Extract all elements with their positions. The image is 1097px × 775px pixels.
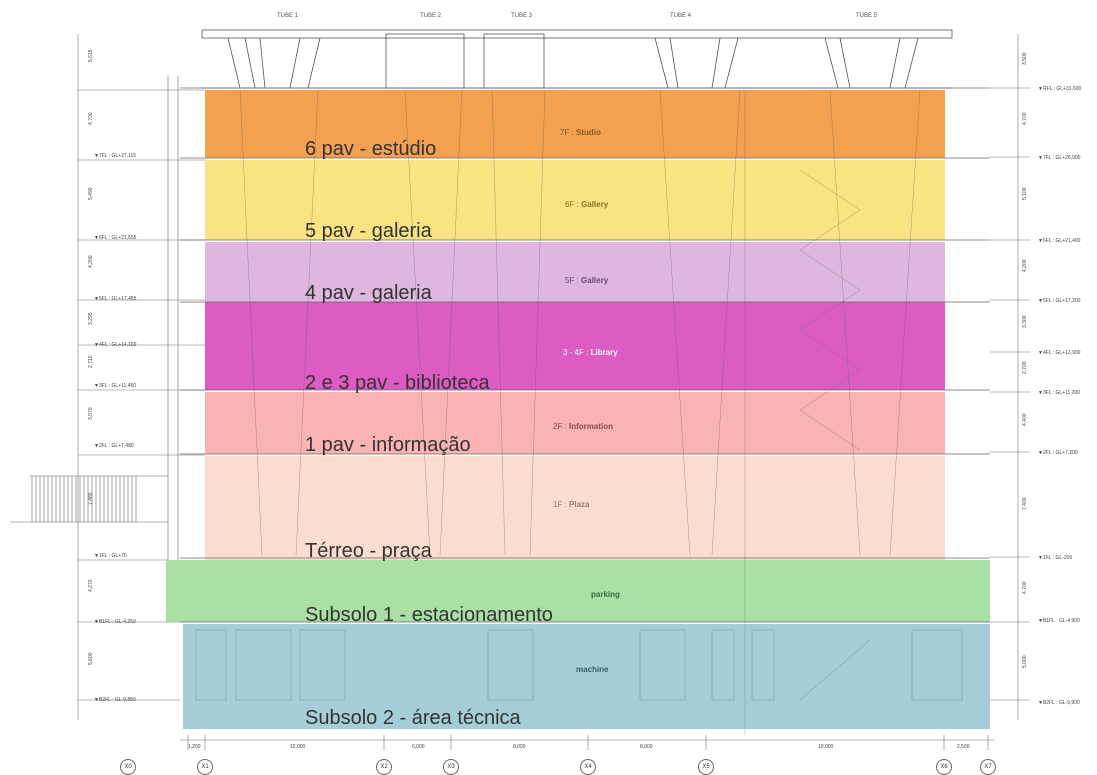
right-dimension: 4,200 [1022,259,1028,272]
right-dimension: 2,700 [1022,361,1028,374]
floor-band [205,90,945,158]
left-dimension: 4,270 [88,579,94,592]
floor-tag-prefix: 3 - 4F : [563,348,591,357]
left-dimension: 4,700 [88,112,94,125]
left-dimension: 3,295 [88,312,94,325]
floor-tag: 2F : Information [553,422,613,431]
left-level-mark: ▼7FL : GL+27,115 [94,153,137,159]
left-level-mark: ▼B1FL : GL-4,250 [94,619,136,625]
left-dimension: 5,490 [88,187,94,200]
floor-caption: 2 e 3 pav - biblioteca [305,372,490,394]
floor-tag-name: Plaza [569,500,590,509]
left-dimension: 7,480 [88,492,94,505]
floor-tag-prefix: 7F : [560,128,577,137]
left-level-mark: ▼2FL : GL+7,480 [94,443,134,449]
bottom-dimension: 8,000 [513,744,526,750]
left-level-mark: ▼6FL : GL+21,655 [94,235,137,241]
left-dimension: 5,615 [88,49,94,62]
floor-tag-name: machine [576,665,609,674]
bottom-dimension: 12,000 [290,744,306,750]
floor-tag-name: Gallery [581,200,609,209]
tube-label: TUBE 3 [511,13,533,19]
right-level-mark: ▼3FL : GL+11,200 [1038,390,1081,396]
floor-tag-prefix: 2F : [553,422,570,431]
floor-tag: 1F : Plaza [553,500,589,509]
floor-band [205,302,945,390]
right-dimension: 4,700 [1022,581,1028,594]
left-level-mark: ▼4FL : GL+14,160 [94,342,137,348]
floor-caption: Subsolo 2 - área técnica [305,707,521,729]
floor-band [205,456,945,560]
bottom-dimension: 1,200 [188,744,201,750]
floor-band [205,392,945,454]
floor-caption: 5 pav - galeria [305,220,432,242]
right-level-mark: ▼6FL : GL+21,400 [1038,238,1081,244]
left-level-mark: ▼1FL : GL+70 [94,553,127,559]
tube-label: TUBE 2 [420,13,442,19]
right-dimension: 4,700 [1022,112,1028,125]
floor-tag-prefix: 1F : [553,500,570,509]
floor-caption: Subsolo 1 - estacionamento [305,604,553,626]
floor-caption: Térreo - praça [305,540,432,562]
floor-tag: 7F : Studio [560,128,601,137]
floor-tag-name: Information [569,422,614,431]
left-level-mark: ▼3FL : GL+11,450 [94,383,137,389]
left-level-mark: ▼B2FL : GL-9,850 [94,697,136,703]
right-dimension: 3,300 [1022,315,1028,328]
right-dimension: 5,100 [1022,187,1028,200]
right-level-mark: ▼B2FL : GL-9,900 [1038,700,1080,706]
right-level-mark: ▼1FL : GL-200 [1038,555,1073,561]
floor-tag-prefix: 5F : [565,276,582,285]
floor-tag: 3 - 4F : Library [563,348,618,357]
bottom-dimension: 2,500 [957,744,970,750]
right-dimension: 5,000 [1022,655,1028,668]
floor-tag-prefix: 6F : [565,200,582,209]
floor-tag: 6F : Gallery [565,200,608,209]
left-dimension: 3,970 [88,407,94,420]
left-dimension: 5,600 [88,652,94,665]
left-dimension: 2,710 [88,355,94,368]
bottom-dimension: 10,000 [818,744,834,750]
right-level-mark: ▼4FL : GL+13,900 [1038,350,1081,356]
right-dimension: 7,400 [1022,497,1028,510]
floor-band [205,160,945,240]
floor-caption: 1 pav - informação [305,434,471,456]
right-dimension: 3,500 [1022,52,1028,65]
tube-label: TUBE 5 [856,13,878,19]
right-level-mark: ▼5FL : GL+17,200 [1038,298,1081,304]
floor-band [183,624,990,729]
right-dimension: 4,400 [1022,413,1028,426]
left-level-mark: ▼5FL : GL+17,455 [94,296,137,302]
left-dimension: 4,200 [88,255,94,268]
tube-label: TUBE 4 [670,13,692,19]
right-level-mark: ▼7FL : GL+26,900 [1038,155,1081,161]
bottom-dimension: 8,000 [640,744,653,750]
floor-caption: 6 pav - estúdio [305,138,437,160]
floor-tag-name: Studio [576,128,601,137]
floor-tag-name: parking [591,590,620,599]
floor-tag: 5F : Gallery [565,276,608,285]
floor-tag: machine [576,665,608,674]
right-level-mark: ▼2FL : GL+7,200 [1038,450,1078,456]
floor-tag-name: Gallery [581,276,609,285]
floor-band [166,560,990,622]
floor-tag: parking [591,590,620,599]
right-level-mark: ▼B1FL : GL-4,900 [1038,618,1080,624]
tube-label: TUBE 1 [277,13,299,19]
floor-band [205,242,945,302]
bottom-dimension: 6,000 [412,744,425,750]
right-level-mark: ▼RFL : GL+31,600 [1038,86,1082,92]
floor-caption: 4 pav - galeria [305,282,432,304]
floor-tag-name: Library [590,348,618,357]
